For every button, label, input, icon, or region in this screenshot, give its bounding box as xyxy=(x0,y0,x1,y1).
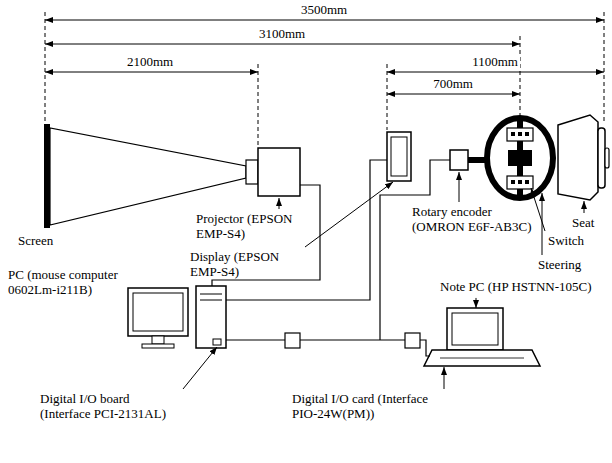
laptop-display xyxy=(452,313,498,345)
pc-tower xyxy=(196,286,226,348)
leader-arrow xyxy=(305,182,393,247)
dimension-label: 3100mm xyxy=(257,27,307,42)
part-label: Seat xyxy=(572,216,594,231)
switch-box xyxy=(507,176,533,189)
terminal-box xyxy=(405,333,420,348)
part-label: Digital I/O board (Interface PCI-2131AL) xyxy=(40,392,180,422)
part-label: Switch xyxy=(548,234,584,249)
terminal-box xyxy=(285,333,300,348)
leader-arrow xyxy=(459,172,460,202)
projector-lens xyxy=(246,160,258,184)
leader-arrow xyxy=(444,367,445,389)
laptop-screen xyxy=(447,308,503,350)
dimension-label: 700mm xyxy=(431,77,475,92)
seat-headrest xyxy=(605,148,609,168)
rotary-encoder xyxy=(450,150,468,170)
projector xyxy=(258,148,300,196)
leader-arrow xyxy=(183,347,217,389)
part-label: Display (EPSON EMP-S4) xyxy=(190,250,302,280)
part-label: Digital I/O card (Interface PIO-24W(PM)) xyxy=(292,392,442,422)
leader-arrow xyxy=(476,298,477,308)
part-label: PC (mouse computer 0602Lm-i211B) xyxy=(8,268,124,298)
part-label: Note PC (HP HSTNN-105C) xyxy=(440,280,592,295)
pc-drive-bay xyxy=(200,294,222,295)
part-label: Rotary encoder (OMRON E6F-AB3C) xyxy=(412,205,537,235)
pc-monitor xyxy=(128,288,188,336)
pc-stand-base xyxy=(142,344,174,348)
part-label: Screen xyxy=(18,234,53,249)
dimension-label: 3500mm xyxy=(299,3,349,18)
screen xyxy=(44,124,50,228)
projection-beam xyxy=(50,128,246,225)
leader-arrow xyxy=(584,201,585,213)
switch-buttons xyxy=(511,132,529,184)
seat-back xyxy=(598,128,605,188)
switch-box xyxy=(507,128,533,141)
part-label: Steering xyxy=(538,258,581,273)
laptop-keyboard xyxy=(440,358,524,359)
io-board-slot xyxy=(213,339,221,345)
leader-arrow xyxy=(531,188,545,231)
dimension-label: 2100mm xyxy=(125,55,175,70)
pc-monitor-screen xyxy=(133,293,183,331)
steering-wheel xyxy=(487,118,553,198)
display-screen xyxy=(391,137,407,176)
leader-arrow xyxy=(542,193,543,255)
pc-drive-bay xyxy=(200,300,222,301)
steering-hub xyxy=(508,150,532,166)
dimension-label: 1100mm xyxy=(470,55,520,70)
seat-cushion xyxy=(558,115,598,200)
pc-stand xyxy=(152,336,164,344)
leader-arrow xyxy=(279,198,280,209)
laptop-base xyxy=(424,350,540,366)
dimension-lines xyxy=(45,20,604,94)
part-label: Projector (EPSON EMP-S4) xyxy=(196,212,308,242)
display xyxy=(387,132,411,181)
